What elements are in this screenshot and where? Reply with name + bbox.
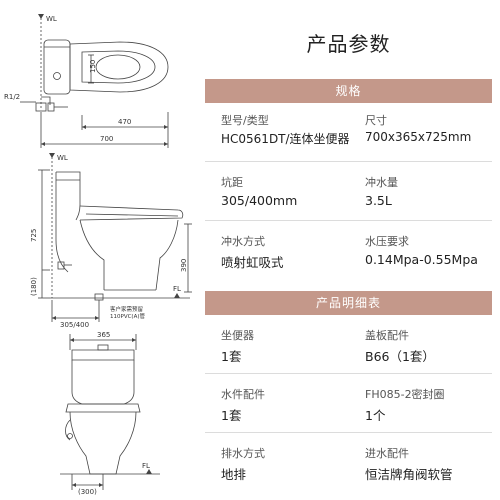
side-wl-label: WL [57, 154, 68, 162]
details-cell: FH085-2密封圈 1个 [365, 374, 500, 432]
size-label: 尺寸 [365, 114, 387, 127]
side-dim-305-400: 305/400 [60, 321, 89, 329]
spec-row: 冲水方式 喷射虹吸式 水压要求 0.14Mpa-0.55Mpa [205, 221, 492, 280]
toilet-label: 坐便器 [221, 329, 254, 342]
toilet-value: 1套 [221, 349, 242, 364]
side-dim-725: 725 [30, 229, 38, 242]
spec-row: 型号/类型 HC0561DT/连体坐便器 尺寸 700x365x725mm [205, 103, 492, 162]
side-drain-note-2: 110PVC(A)管 [110, 312, 145, 320]
drain-type-value: 地排 [221, 467, 247, 482]
side-fl-label: FL [173, 285, 181, 293]
seat-cover-value: B66（1套） [365, 349, 435, 364]
side-drain-note-1: 客户家需预留 [110, 305, 144, 313]
details-cell: 盖板配件 B66（1套） [365, 315, 500, 373]
details-cell: 排水方式 地排 [221, 433, 364, 492]
seat-cover-label: 盖板配件 [365, 329, 409, 342]
drain-type-label: 排水方式 [221, 447, 265, 460]
front-view [60, 334, 160, 490]
flush-type-value: 喷射虹吸式 [221, 255, 284, 270]
spec-cell: 型号/类型 HC0561DT/连体坐便器 [221, 103, 364, 161]
fittings-value: 1套 [221, 408, 242, 423]
spec-header: 规格 [205, 79, 492, 103]
top-dim-470: 470 [118, 118, 131, 126]
spec-cell: 坑距 305/400mm [221, 162, 364, 220]
top-view [20, 14, 169, 148]
spec-cell: 尺寸 700x365x725mm [365, 103, 500, 161]
details-table: 坐便器 1套 盖板配件 B66（1套） 水件配件 1套 FH085-2密封圈 1… [205, 315, 492, 492]
fittings-label: 水件配件 [221, 388, 265, 401]
top-wl-label: WL [46, 15, 57, 23]
flush-volume-value: 3.5L [365, 193, 392, 208]
details-cell: 坐便器 1套 [221, 315, 364, 373]
drawing-svg: WL R1/2 150 470 700 WL 725 (180) 390 FL … [4, 14, 192, 496]
technical-drawings: WL R1/2 150 470 700 WL 725 (180) 390 FL … [0, 0, 200, 500]
inlet-fittings-value: 恒洁牌角阀软管 [365, 467, 453, 482]
side-view [38, 153, 192, 322]
front-dim-300: (300) [78, 488, 97, 496]
flush-volume-label: 冲水量 [365, 176, 398, 189]
spec-row: 坑距 305/400mm 冲水量 3.5L [205, 162, 492, 221]
spec-cell: 水压要求 0.14Mpa-0.55Mpa [365, 221, 500, 280]
details-cell: 进水配件 恒洁牌角阀软管 [365, 433, 500, 492]
inlet-fittings-label: 进水配件 [365, 447, 409, 460]
top-dim-150: 150 [89, 60, 97, 73]
model-type-label: 型号/类型 [221, 114, 269, 127]
details-row: 坐便器 1套 盖板配件 B66（1套） [205, 315, 492, 374]
details-row: 排水方式 地排 进水配件 恒洁牌角阀软管 [205, 433, 492, 492]
seal-ring-value: 1个 [365, 408, 386, 423]
seal-ring-label: FH085-2密封圈 [365, 388, 445, 401]
spec-cell: 冲水方式 喷射虹吸式 [221, 221, 364, 280]
rough-in-label: 坑距 [221, 176, 243, 189]
flush-type-label: 冲水方式 [221, 235, 265, 248]
details-row: 水件配件 1套 FH085-2密封圈 1个 [205, 374, 492, 433]
top-r-half-label: R1/2 [4, 93, 20, 101]
details-header: 产品明细表 [205, 291, 492, 315]
front-fl-label: FL [142, 462, 150, 470]
spec-panel: 产品参数 规格 型号/类型 HC0561DT/连体坐便器 尺寸 700x365x… [205, 0, 492, 500]
water-pressure-label: 水压要求 [365, 235, 409, 248]
size-value: 700x365x725mm [365, 130, 472, 144]
top-dim-700: 700 [100, 135, 113, 143]
front-dim-365: 365 [97, 331, 110, 339]
page-title: 产品参数 [306, 32, 391, 56]
water-pressure-value: 0.14Mpa-0.55Mpa [365, 252, 478, 267]
spec-table: 型号/类型 HC0561DT/连体坐便器 尺寸 700x365x725mm 坑距… [205, 103, 492, 280]
rough-in-value: 305/400mm [221, 193, 298, 208]
model-type-value: HC0561DT/连体坐便器 [221, 132, 350, 146]
spec-cell: 冲水量 3.5L [365, 162, 500, 220]
details-cell: 水件配件 1套 [221, 374, 364, 432]
side-dim-180: (180) [30, 277, 38, 296]
side-dim-390: 390 [180, 259, 188, 272]
